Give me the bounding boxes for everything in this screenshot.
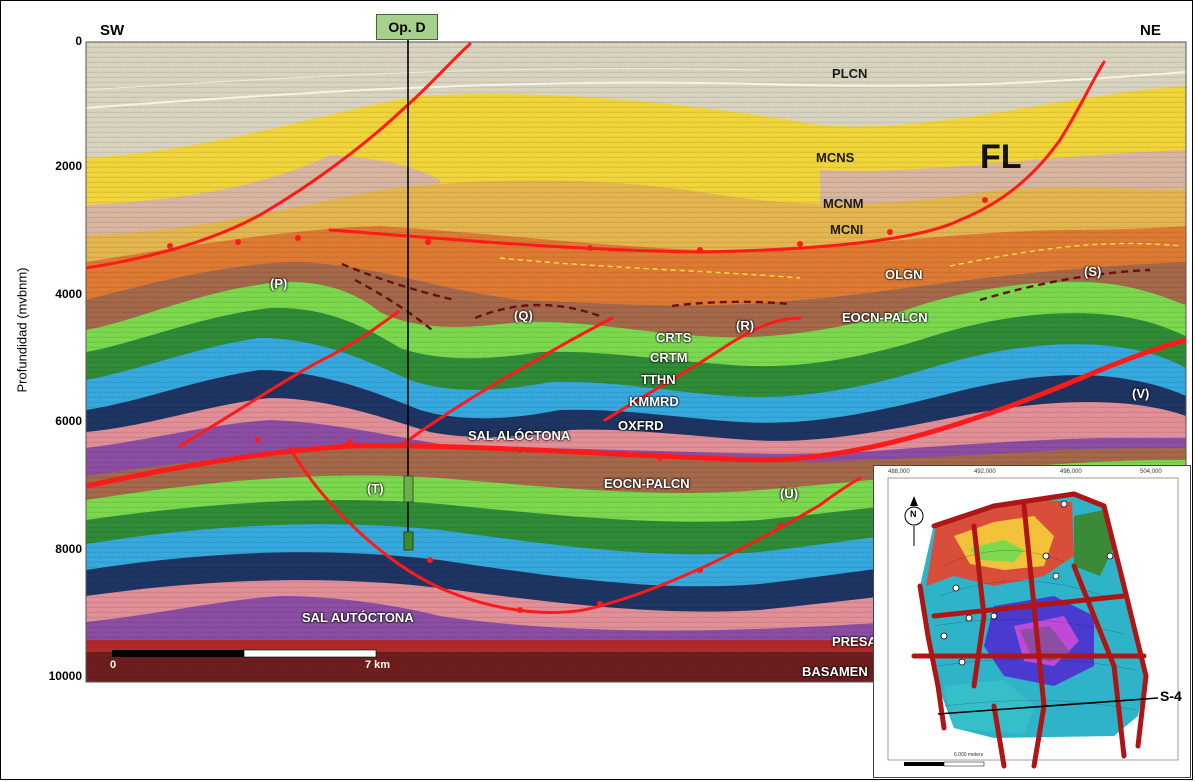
scale-start-label: 0 <box>110 659 117 671</box>
formation-eocn-lower: EOCN-PALCN <box>604 476 690 491</box>
fault-detachment <box>86 337 1186 489</box>
scale-bar-white <box>243 649 377 658</box>
structure-v: (V) <box>1132 386 1150 401</box>
y-tick-10000: 10000 <box>48 669 82 683</box>
structure-u: (U) <box>780 486 799 501</box>
formation-tthn: TTHN <box>641 372 676 387</box>
scale-bar-black <box>112 650 244 657</box>
ne-orientation-label: NE <box>1140 22 1161 39</box>
fault-fl <box>328 60 1106 254</box>
y-tick-6000: 6000 <box>55 414 82 428</box>
structure-r: (R) <box>736 318 755 333</box>
structure-t: (T) <box>367 481 384 496</box>
formation-oxfrd: OXFRD <box>618 418 664 433</box>
formation-presal: PRESA <box>832 634 877 649</box>
inset-map-svg <box>874 466 1190 777</box>
y-tick-0: 0 <box>75 34 82 48</box>
formation-sal-autoctona: SAL AUTÓCTONA <box>302 610 414 625</box>
formation-eocn-upper: EOCN-PALCN <box>842 310 928 325</box>
inset-x-tick-4: 504,000 <box>1140 469 1162 475</box>
formation-mcni: MCNI <box>830 222 864 237</box>
structure-q: (Q) <box>514 308 533 323</box>
inset-scale-text: 6.000 meters <box>954 752 984 758</box>
formation-mcnm: MCNM <box>823 196 864 211</box>
formation-basamento: BASAMEN <box>802 664 868 679</box>
fault-fl-label: FL <box>980 138 1022 176</box>
y-tick-2000: 2000 <box>55 159 82 173</box>
well-op-d-label: Op. D <box>376 14 438 40</box>
fault-listric <box>288 446 862 614</box>
sw-orientation-label: SW <box>100 22 125 39</box>
formation-kmmrd: KMMRD <box>629 394 679 409</box>
formation-olgn: OLGN <box>885 267 923 282</box>
inset-x-tick-2: 492,000 <box>974 469 996 475</box>
structure-p: (P) <box>270 276 288 291</box>
scale-end-label: 7 km <box>365 659 391 671</box>
formation-mcns: MCNS <box>816 150 855 165</box>
inset-location-map: N 488,000 492,000 496,000 504,000 6.000 … <box>873 465 1191 778</box>
inset-x-tick-1: 488,000 <box>888 469 910 475</box>
y-tick-4000: 4000 <box>55 287 82 301</box>
formation-sal-aloctona: SAL ALÓCTONA <box>468 428 571 443</box>
formation-plcn: PLCN <box>832 66 868 81</box>
inset-x-tick-3: 496,000 <box>1060 469 1082 475</box>
north-label: N <box>910 509 917 519</box>
formation-crts: CRTS <box>656 330 692 345</box>
structure-s: (S) <box>1084 264 1102 279</box>
fault-main-upper <box>86 42 472 270</box>
y-tick-8000: 8000 <box>55 542 82 556</box>
formation-crtm: CRTM <box>650 350 688 365</box>
section-s4-label: S-4 <box>1160 688 1182 704</box>
